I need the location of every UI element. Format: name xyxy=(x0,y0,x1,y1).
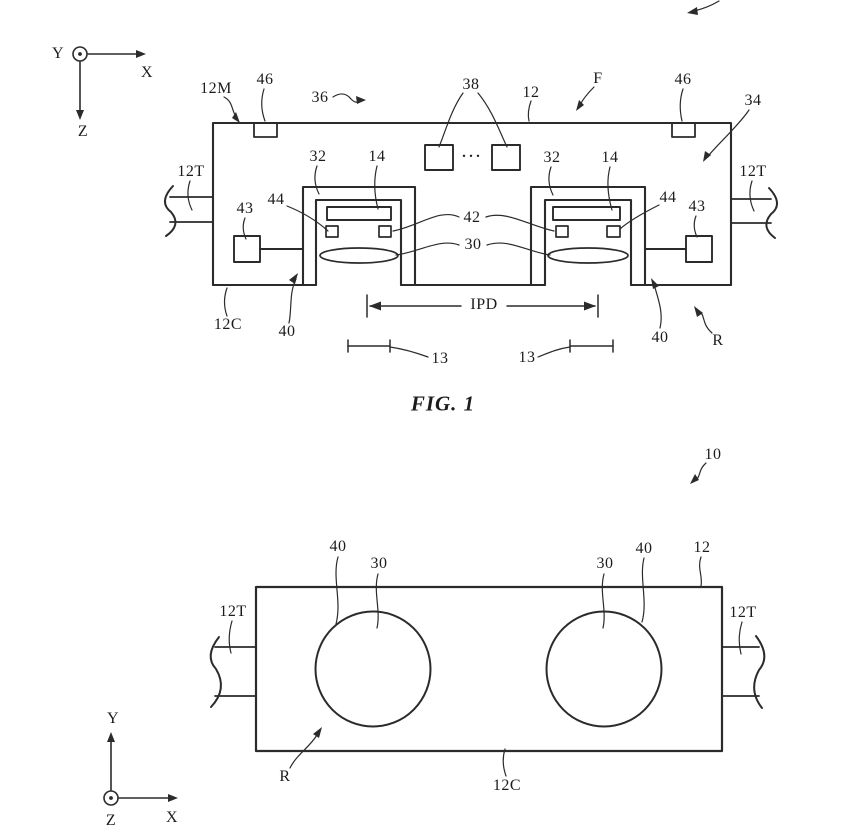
fig1-ref-13-left-label: 13 xyxy=(431,350,449,367)
fig1-ref-14-right-label: 14 xyxy=(601,149,619,166)
fig1-caption: FIG. 1 xyxy=(410,391,476,416)
fig2-strap-right xyxy=(721,635,766,709)
fig2-lens-right xyxy=(545,610,663,728)
fig1-ref-r-label: R xyxy=(712,332,724,349)
fig1-ref-f-label: F xyxy=(593,70,603,87)
fig2-ref-40-left-label: 40 xyxy=(329,538,347,555)
positioner-right-a xyxy=(555,225,569,238)
fig1-ref-44-left-label: 44 xyxy=(267,191,285,208)
lens-30-left xyxy=(319,247,399,264)
fig1-ref-12-label: 12 xyxy=(522,84,540,101)
fig1-ref-14-left-label: 14 xyxy=(368,148,386,165)
lens-module-right xyxy=(529,185,647,287)
fig1-ipd-label: IPD xyxy=(470,296,498,313)
fig1-ref-30-label: 30 xyxy=(464,236,482,253)
fig1-ref-40-left-label: 40 xyxy=(278,323,296,340)
fig2-ref-12c-label: 12C xyxy=(492,777,522,794)
fig1-drawing xyxy=(72,0,778,358)
fig1-ref-12t-right-label: 12T xyxy=(739,163,767,180)
sensor-46-right xyxy=(671,122,696,138)
fig1-ref-42-label: 42 xyxy=(463,209,481,226)
fig2-strap-left xyxy=(209,636,257,708)
fig2-ref-30-left-label: 30 xyxy=(370,555,388,572)
positioner-left-a xyxy=(325,225,339,238)
fig2-ref-12t-left-label: 12T xyxy=(219,603,247,620)
fig1-ref-32-right-label: 32 xyxy=(543,149,561,166)
fig1-ref-43-left-label: 43 xyxy=(236,200,254,217)
fig2-axis-y-label: Y xyxy=(106,710,120,727)
display-14-left xyxy=(326,206,392,221)
fig1-ref-46-right-label: 46 xyxy=(674,71,692,88)
fig1-axis-y-label: Y xyxy=(51,45,65,62)
fig1-ref-32-left-label: 32 xyxy=(309,148,327,165)
fig2-lens-left xyxy=(314,610,432,728)
actuator-43-right xyxy=(685,235,713,263)
scale-13-right xyxy=(537,339,614,358)
fig1-ref-12t-left-label: 12T xyxy=(177,163,205,180)
fig1-ref-36-label: 36 xyxy=(311,89,329,106)
fig2-ref-40-right-label: 40 xyxy=(635,540,653,557)
sensor-46-left xyxy=(253,122,278,138)
fig1-ref-40-right-label: 40 xyxy=(651,329,669,346)
fig1-leaders xyxy=(187,0,755,334)
strap-right xyxy=(730,187,778,239)
component-38-left xyxy=(424,144,454,171)
fig1-ref-43-right-label: 43 xyxy=(688,198,706,215)
actuator-43-left xyxy=(233,235,261,263)
fig1-ref-13-right-label: 13 xyxy=(518,349,536,366)
fig2-ref-12t-right-label: 12T xyxy=(729,604,757,621)
fig2-ref-30-right-label: 30 xyxy=(596,555,614,572)
fig1-ref-44-right-label: 44 xyxy=(659,189,677,206)
fig1-ref-12c-label: 12C xyxy=(213,316,243,333)
positioner-right-b xyxy=(606,225,621,238)
housing-outline xyxy=(211,121,733,287)
fig1-axes-icon xyxy=(72,46,146,120)
lens-30-right xyxy=(547,247,629,264)
fig2-axis-z-label: Z xyxy=(105,812,117,829)
fig1-ref-38-label: 38 xyxy=(462,76,480,93)
fig2-leaders xyxy=(228,462,743,777)
strap-left xyxy=(164,185,214,237)
fig2-axes-icon xyxy=(103,732,178,806)
fig2-ref-12-label: 12 xyxy=(693,539,711,556)
fig1-ref-46-left-label: 46 xyxy=(256,71,274,88)
lens-module-left xyxy=(301,185,417,287)
fig2-axis-x-label: X xyxy=(165,809,179,826)
fig2-ref-r-label: R xyxy=(279,768,291,785)
fig1-ref-34-label: 34 xyxy=(744,92,762,109)
fig2-drawing xyxy=(103,462,766,806)
fig1-ref-12m-label: 12M xyxy=(200,80,232,97)
ipd-dimension xyxy=(366,294,599,318)
fig1-axis-z-label: Z xyxy=(77,123,89,140)
positioner-left-b xyxy=(378,225,392,238)
fig1-axis-x-label: X xyxy=(140,64,154,81)
fig2-ref-10-label: 10 xyxy=(704,446,722,463)
fig1-ellipsis-dots: ··· xyxy=(461,148,483,165)
component-38-right xyxy=(491,144,521,171)
scale-13-left xyxy=(347,339,429,358)
display-14-right xyxy=(552,206,621,221)
fig2-housing xyxy=(254,585,724,753)
